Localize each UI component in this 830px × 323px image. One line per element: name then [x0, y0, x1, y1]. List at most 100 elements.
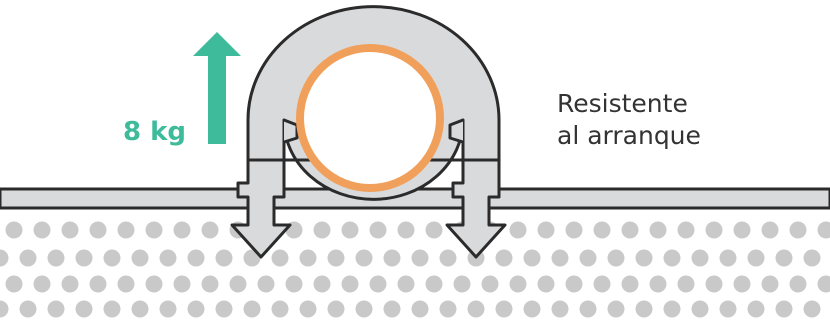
substrate-dot	[201, 275, 219, 293]
substrate-dot	[775, 300, 793, 318]
substrate-dot	[0, 300, 9, 318]
substrate-dot	[649, 221, 667, 239]
substrate-dot	[663, 249, 681, 267]
substrate-dot	[243, 300, 261, 318]
substrate-dot	[313, 275, 331, 293]
substrate-dot	[509, 221, 527, 239]
substrate-dot	[327, 300, 345, 318]
substrate-dot	[355, 300, 373, 318]
pipe-icon	[296, 44, 444, 192]
substrate-dot	[173, 275, 191, 293]
substrate-dot	[635, 249, 653, 267]
substrate-dot	[467, 300, 485, 318]
substrate-dot	[705, 275, 723, 293]
substrate-dot	[47, 300, 65, 318]
substrate-dot	[299, 300, 317, 318]
substrate-dot	[327, 249, 345, 267]
substrate-dot	[187, 300, 205, 318]
substrate-dot	[145, 275, 163, 293]
clip-left-tab	[283, 118, 299, 144]
substrate-dot	[523, 249, 541, 267]
substrate-dot	[733, 221, 751, 239]
substrate-dot	[691, 249, 709, 267]
substrate-dot	[75, 249, 93, 267]
substrate-dots	[0, 221, 830, 318]
substrate-dot	[355, 249, 373, 267]
clip-left-leg	[230, 158, 292, 259]
substrate-dot	[411, 249, 429, 267]
substrate-dot	[747, 249, 765, 267]
substrate-dot	[481, 275, 499, 293]
clip-right-leg	[445, 158, 507, 259]
substrate-dot	[47, 249, 65, 267]
substrate-dot	[187, 249, 205, 267]
substrate-dot	[5, 275, 23, 293]
substrate-dot	[607, 300, 625, 318]
substrate-dot	[551, 249, 569, 267]
weight-label: 8 kg	[123, 117, 186, 147]
substrate-dot	[677, 221, 695, 239]
substrate-dot	[215, 300, 233, 318]
substrate-dot	[565, 275, 583, 293]
substrate-dot	[103, 249, 121, 267]
substrate-dot	[369, 221, 387, 239]
substrate-dot	[257, 275, 275, 293]
substrate-dot	[733, 275, 751, 293]
substrate-dot	[271, 249, 289, 267]
substrate-dot	[131, 300, 149, 318]
substrate-dot	[635, 300, 653, 318]
substrate-dot	[89, 221, 107, 239]
substrate-dot	[775, 249, 793, 267]
substrate-dot	[677, 275, 695, 293]
substrate-dot	[425, 221, 443, 239]
substrate-dot	[719, 300, 737, 318]
substrate-dot	[453, 275, 471, 293]
substrate-dot	[537, 221, 555, 239]
substrate-dot	[817, 221, 830, 239]
substrate-dot	[117, 221, 135, 239]
substrate-dot	[383, 300, 401, 318]
substrate-dot	[607, 249, 625, 267]
substrate-dot	[761, 275, 779, 293]
substrate-dot	[145, 221, 163, 239]
substrate-dot	[271, 300, 289, 318]
substrate-dot	[551, 300, 569, 318]
substrate-dot	[341, 275, 359, 293]
substrate-dot	[117, 275, 135, 293]
substrate-dot	[5, 221, 23, 239]
substrate-dot	[341, 221, 359, 239]
substrate-dot	[19, 249, 37, 267]
substrate-dot	[621, 275, 639, 293]
substrate-dot	[369, 275, 387, 293]
substrate-dot	[0, 249, 9, 267]
substrate-dot	[719, 249, 737, 267]
substrate-dot	[817, 275, 830, 293]
substrate-dot	[131, 249, 149, 267]
substrate-dot	[103, 300, 121, 318]
substrate-dot	[19, 300, 37, 318]
substrate-dot	[383, 249, 401, 267]
substrate-dot	[61, 275, 79, 293]
substrate-dot	[229, 275, 247, 293]
substrate-dot	[159, 300, 177, 318]
substrate-dot	[75, 300, 93, 318]
substrate-dot	[159, 249, 177, 267]
substrate-dot	[691, 300, 709, 318]
substrate-dot	[33, 275, 51, 293]
substrate-dot	[803, 249, 821, 267]
substrate-dot	[495, 249, 513, 267]
substrate-dot	[593, 275, 611, 293]
substrate-dot	[285, 275, 303, 293]
substrate-dot	[61, 221, 79, 239]
up-arrow-icon	[193, 32, 241, 144]
substrate-dot	[425, 275, 443, 293]
substrate-dot	[89, 275, 107, 293]
substrate-dot	[537, 275, 555, 293]
substrate-dot	[565, 221, 583, 239]
substrate-dot	[313, 221, 331, 239]
substrate-dot	[621, 221, 639, 239]
substrate-dot	[579, 249, 597, 267]
substrate-dot	[215, 249, 233, 267]
